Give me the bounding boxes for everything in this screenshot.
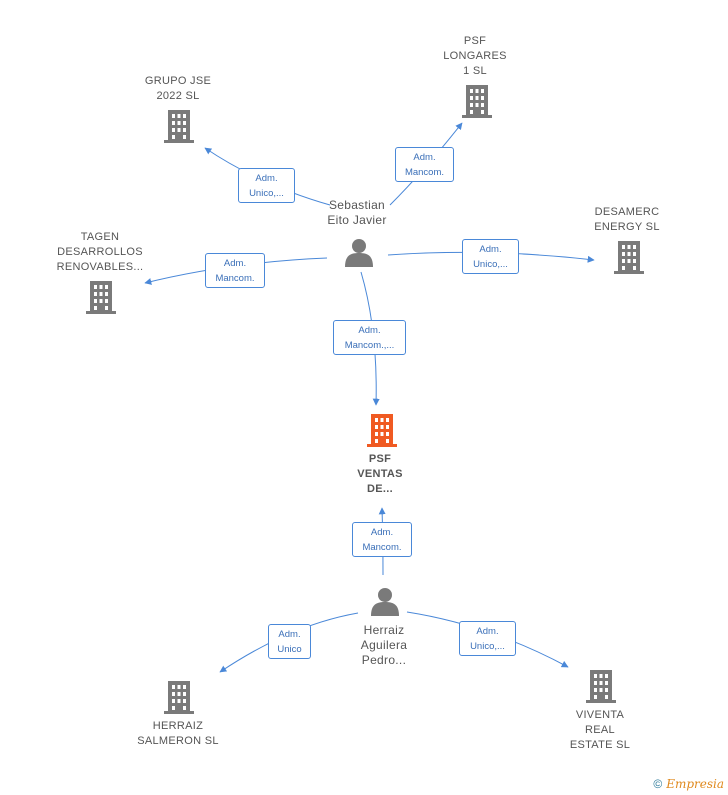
copyright-symbol: © (653, 777, 663, 791)
node-label-psf-ventas[interactable]: PSF VENTAS DE... (357, 453, 403, 495)
building-icon-viventa[interactable] (586, 670, 616, 703)
node-label-desamerc[interactable]: DESAMERC ENERGY SL (594, 206, 660, 233)
footer: ©Empresia (653, 777, 724, 791)
node-label-tagen[interactable]: TAGEN DESARROLLOS RENOVABLES... (56, 231, 144, 273)
building-icon-tagen[interactable] (86, 281, 116, 314)
edge-label-seb-ventas: Adm. Mancom.,... (333, 320, 406, 355)
edge-label-seb-longares: Adm. Mancom. (395, 147, 454, 182)
edge-label-herr-salmeron: Adm. Unico (268, 624, 311, 659)
node-label-herraiz-aguilera[interactable]: Herraiz Aguilera Pedro... (360, 623, 408, 667)
brand-logo[interactable]: Empresia (666, 777, 724, 791)
edge-label-herr-ventas: Adm. Mancom. (352, 522, 412, 557)
building-icon-grupo-jse[interactable] (164, 110, 194, 143)
node-label-herraiz-salmeron[interactable]: HERRAIZ SALMERON SL (137, 720, 219, 747)
edge-label-seb-grupo: Adm. Unico,... (238, 168, 295, 203)
person-icon-herraiz-aguilera[interactable] (371, 588, 399, 616)
node-label-sebastian[interactable]: Sebastian Eito Javier (327, 198, 387, 227)
node-label-psf-longares[interactable]: PSF LONGARES 1 SL (443, 35, 507, 77)
building-icon-psf-ventas[interactable] (367, 414, 397, 447)
node-label-viventa[interactable]: VIVENTA REAL ESTATE SL (569, 709, 631, 751)
person-icon-sebastian[interactable] (345, 239, 373, 267)
edge-label-herr-viventa: Adm. Unico,... (459, 621, 516, 656)
edge-label-seb-tagen: Adm. Mancom. (205, 253, 265, 288)
edge-label-seb-desamerc: Adm. Unico,... (462, 239, 519, 274)
building-icon-desamerc[interactable] (614, 241, 644, 274)
building-icon-herraiz-salmeron[interactable] (164, 681, 194, 714)
building-icon-psf-longares[interactable] (462, 85, 492, 118)
node-label-grupo-jse[interactable]: GRUPO JSE 2022 SL (144, 75, 212, 102)
